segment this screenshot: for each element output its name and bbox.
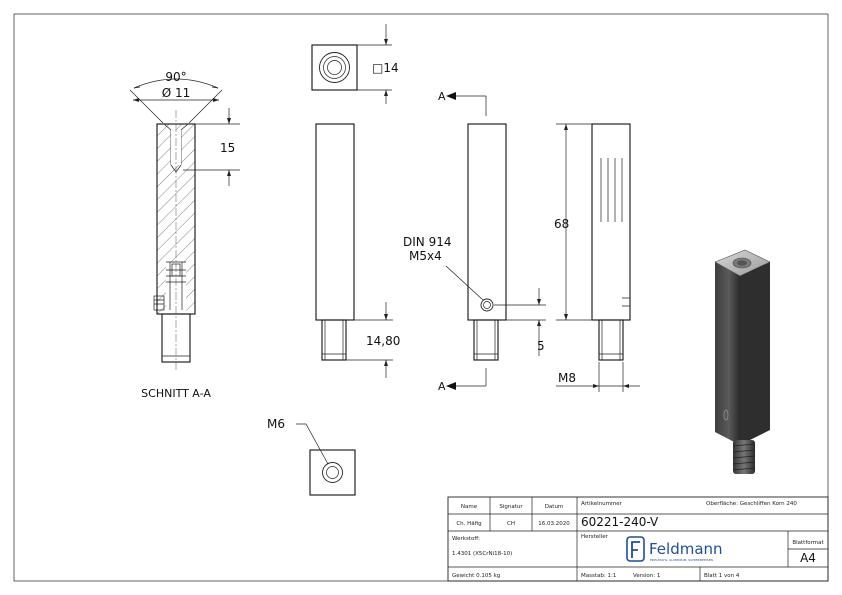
feldmann-logo: Feldmann EDELSTAHL, ALUMINIUM, SCHMIEDEE… — [626, 536, 723, 562]
tb-header-name: Name — [461, 504, 478, 510]
top-view: □14 — [311, 24, 399, 104]
tb-header-signature: Signatur — [499, 504, 523, 510]
hole-offset-label: 5 — [537, 339, 545, 353]
tb-format: A4 — [800, 551, 816, 565]
tb-article-number: 60221-240-V — [581, 515, 659, 529]
tb-date: 16.03.2020 — [538, 521, 570, 527]
tb-signature: CH — [507, 521, 515, 527]
depth-dimension: 15 — [183, 108, 240, 186]
tb-header-date: Datum — [545, 504, 564, 510]
square-label: □14 — [372, 61, 399, 75]
tb-material: 1.4301 (X5CrNi18-10) — [452, 551, 512, 557]
tb-version: Version: 1 — [633, 573, 660, 579]
diameter-label: Ø 11 — [162, 86, 191, 100]
side-view: A A DIN 914 M5x4 5 — [403, 90, 546, 393]
isometric-view — [714, 249, 771, 474]
thread-stud-label: M8 — [558, 371, 576, 385]
section-label: SCHNITT A-A — [141, 387, 211, 400]
tb-sheet: Blatt 1 von 4 — [704, 573, 740, 579]
cut-marker-bottom: A — [438, 380, 446, 393]
stud-length-label: 14,80 — [366, 334, 400, 348]
tb-weight: Gewicht 0.105 kg — [452, 573, 500, 579]
title-block: Name Signatur Datum Ch. Häfig CH 16.03.2… — [447, 496, 829, 582]
angle-dimension: 90° Ø 11 — [129, 70, 223, 124]
tb-surface: Oberfläche: Geschliffen Korn 240 — [706, 501, 797, 507]
din-label-2: M5x4 — [409, 249, 442, 263]
brand-name: Feldmann — [649, 540, 723, 558]
front-view: 14,80 — [315, 123, 400, 378]
tb-manufacturer-label: Hersteller — [581, 534, 609, 540]
angle-label: 90° — [165, 70, 186, 84]
right-view: 68 M8 — [554, 123, 640, 392]
tb-article-label: Artikelnummer — [581, 501, 623, 507]
tb-format-label: Blattformat — [792, 540, 824, 546]
tb-material-label: Werkstoff: — [452, 536, 480, 542]
cut-marker-top: A — [438, 90, 446, 103]
din-label-1: DIN 914 — [403, 235, 451, 249]
drawing-frame — [13, 13, 829, 582]
bottom-view: M6 — [267, 417, 356, 496]
tb-scale: Masstab: 1:1 — [581, 573, 616, 579]
section-view — [153, 110, 196, 370]
tb-name: Ch. Häfig — [456, 521, 481, 527]
depth-label: 15 — [220, 141, 235, 155]
length-label: 68 — [554, 217, 569, 231]
thread-bottom-label: M6 — [267, 417, 285, 431]
brand-tagline: EDELSTAHL, ALUMINIUM, SCHMIEDEEISEN — [650, 558, 713, 562]
